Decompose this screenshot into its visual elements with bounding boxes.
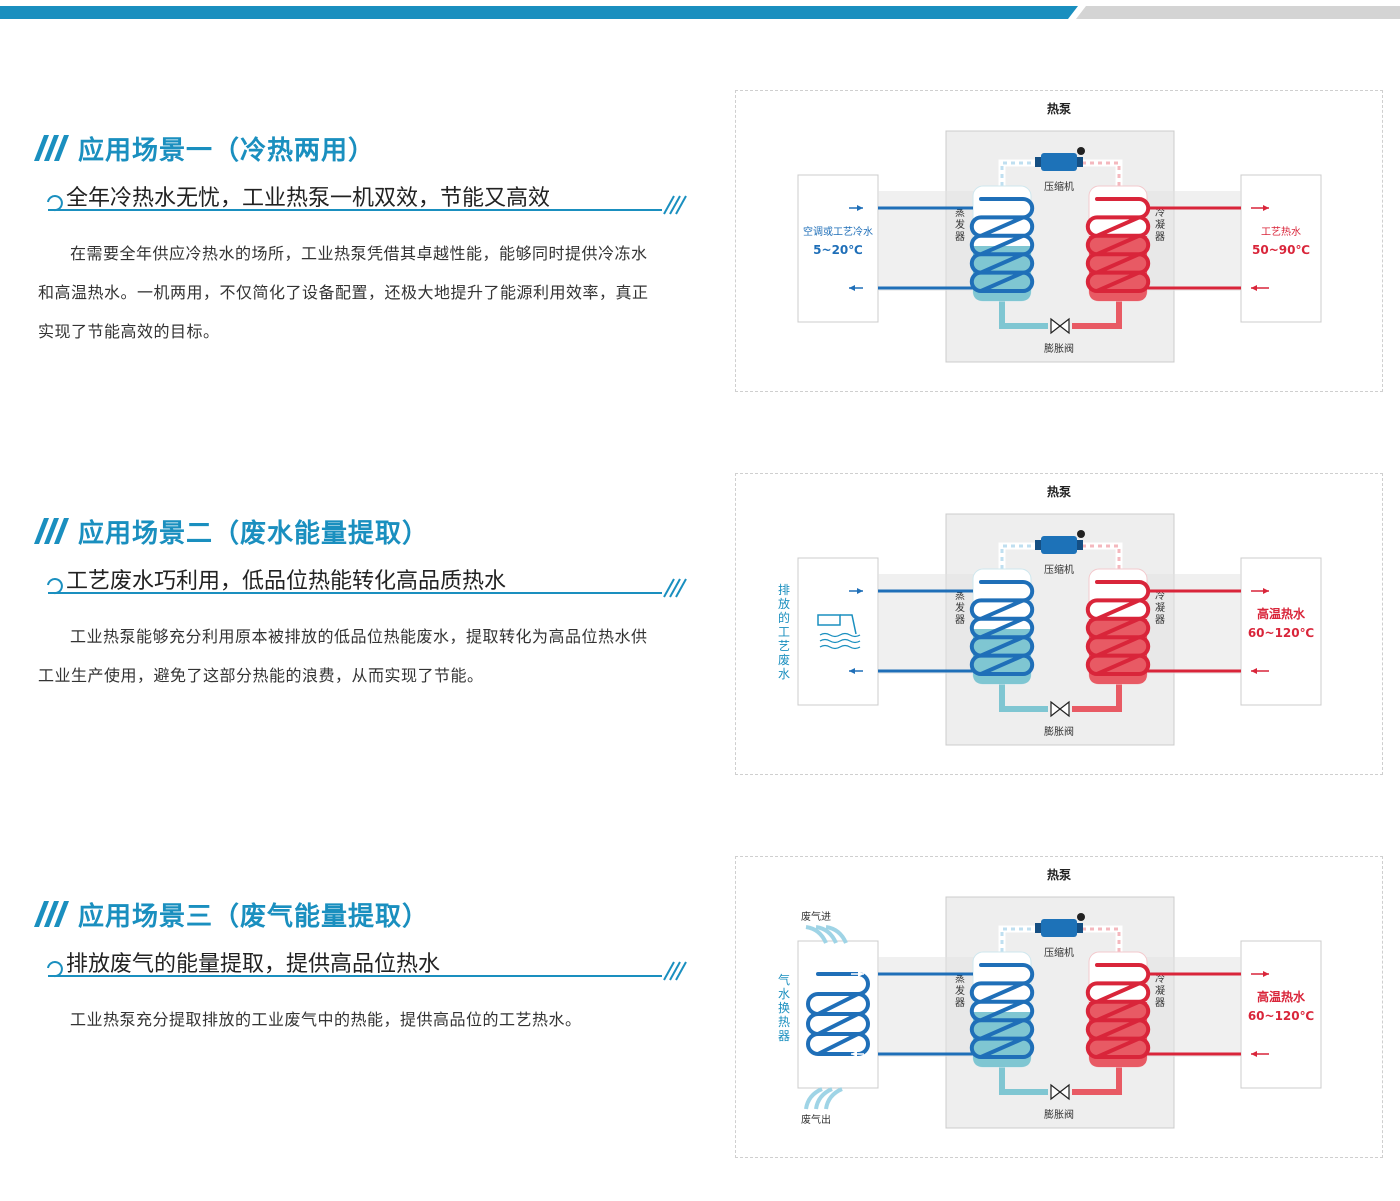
hot-in-arrow xyxy=(1251,668,1269,674)
scenario-subtitle-text: 工艺废水巧利用，低品位热能转化高品质热水 xyxy=(66,569,507,594)
liquid-line-hot xyxy=(1072,684,1122,712)
expansion-valve-icon xyxy=(1050,700,1070,718)
scenario-2: 应用场景二（废水能量提取） 工艺废水巧利用，低品位热能转化高品质热水 工业热泵能… xyxy=(0,473,1400,793)
compressor-label: 压缩机 xyxy=(1044,946,1074,959)
subtitle-underline-decor xyxy=(47,578,687,598)
condenser-coil xyxy=(1085,580,1151,677)
compressor-label: 压缩机 xyxy=(1044,180,1074,193)
subtitle-underline-decor xyxy=(47,961,687,981)
output-box xyxy=(1240,557,1322,706)
scenario-title: 应用场景三（废气能量提取） xyxy=(34,894,429,934)
cold-out-arrow xyxy=(849,668,863,674)
hot-in-arrow xyxy=(1251,1051,1269,1057)
evaporator-label: 蒸发器 xyxy=(955,207,965,243)
evaporator-coil xyxy=(969,963,1035,1060)
evaporator-coil xyxy=(969,197,1035,294)
gas-exchanger-coil xyxy=(806,972,870,1057)
liquid-line-hot xyxy=(1072,301,1122,329)
liquid-line-cold xyxy=(999,684,1048,712)
scenario-1: 应用场景一（冷热两用） 全年冷热水无忧，工业热泵一机双效，节能又高效 在需要全年… xyxy=(0,90,1400,410)
source-box xyxy=(797,174,879,323)
scenario-description: 工业热泵充分提取排放的工业废气中的热能，提供高品位的工艺热水。 xyxy=(70,1010,582,1029)
exchanger-arrow-in xyxy=(851,971,864,977)
scenario-heading: 应用场景一（冷热两用） xyxy=(78,135,376,166)
scenario-title: 应用场景二（废水能量提取） xyxy=(34,511,429,551)
compressor-icon xyxy=(1035,530,1085,554)
exchanger-vertical-label: 气水换热器 xyxy=(778,972,790,1043)
scenario-subtitle: 排放废气的能量提取，提供高品位热水 xyxy=(34,942,694,984)
hot-out-arrow xyxy=(1251,205,1269,211)
wastewater-pipe-icon xyxy=(817,614,861,650)
gas-out-icon xyxy=(804,1087,843,1110)
liquid-line-cold xyxy=(999,301,1048,329)
scenario-3: 应用场景三（废气能量提取） 排放废气的能量提取，提供高品位热水 工业热泵充分提取… xyxy=(0,856,1400,1176)
hot-temp-label: 60~120℃ xyxy=(1248,626,1314,640)
evaporator-label: 蒸发器 xyxy=(955,590,965,626)
compressor-label: 压缩机 xyxy=(1044,563,1074,576)
cold-temp-label: 5~20℃ xyxy=(813,243,863,257)
scenario-diagram-panel: 热泵压缩机膨胀阀 蒸发器 冷凝器空调或工艺冷水 5~20℃ 工艺热水 50~90℃ xyxy=(735,90,1383,392)
compressor-icon xyxy=(1035,913,1085,937)
condenser-label: 冷凝器 xyxy=(1155,972,1165,1009)
exchanger-arrow-out xyxy=(851,1051,864,1057)
cold-out-arrow xyxy=(849,285,863,291)
scenario-diagram-panel: 热泵压缩机膨胀阀 蒸发器 冷凝器 排放的工艺废水 高温热水 60~120℃ xyxy=(735,473,1383,775)
scenario-subtitle-text: 全年冷热水无忧，工业热泵一机双效，节能又高效 xyxy=(66,186,551,211)
subtitle-underline-decor xyxy=(47,195,687,215)
scenario-heading: 应用场景二（废水能量提取） xyxy=(78,518,430,549)
cold-water-label: 空调或工艺冷水 xyxy=(803,225,873,238)
hot-temp-label: 60~120℃ xyxy=(1248,1009,1314,1023)
evaporator-label: 蒸发器 xyxy=(955,973,965,1009)
gas-in-icon xyxy=(805,925,848,944)
cold-in-arrow xyxy=(849,205,863,211)
scenario-subtitle: 全年冷热水无忧，工业热泵一机双效，节能又高效 xyxy=(34,176,694,218)
expansion-valve-icon xyxy=(1050,317,1070,335)
liquid-line-cold xyxy=(999,1067,1048,1095)
slash-decor-icon xyxy=(34,518,69,544)
diagram-title: 热泵 xyxy=(1047,867,1071,882)
condenser-label: 冷凝器 xyxy=(1155,206,1165,243)
scenario-diagram-panel: 热泵压缩机膨胀阀 蒸发器 冷凝器 气水换热器 废气进废气出 高温热水 60~120℃ xyxy=(735,856,1383,1158)
scenario-heading: 应用场景三（废气能量提取） xyxy=(78,901,430,932)
output-box xyxy=(1240,174,1322,323)
expansion-valve-icon xyxy=(1050,1083,1070,1101)
scenario-description: 工业热泵能够充分利用原本被排放的低品位热能废水，提取转化为高品位热水供工业生产使… xyxy=(38,627,648,685)
output-box xyxy=(1240,940,1322,1089)
evaporator-coil xyxy=(969,580,1035,677)
source-box xyxy=(797,557,879,706)
hot-water-label: 高温热水 xyxy=(1257,606,1306,621)
valve-label: 膨胀阀 xyxy=(1044,342,1074,355)
slash-decor-icon xyxy=(34,135,69,161)
hot-out-arrow xyxy=(1251,588,1269,594)
compressor-icon xyxy=(1035,147,1085,171)
slash-decor-icon xyxy=(34,901,69,927)
scenario-subtitle-text: 排放废气的能量提取，提供高品位热水 xyxy=(66,952,441,977)
hot-out-arrow xyxy=(1251,971,1269,977)
gas-in-label: 废气进 xyxy=(801,910,831,923)
hot-water-label: 工艺热水 xyxy=(1261,225,1301,238)
top-decor-bar xyxy=(0,6,1400,19)
cold-in-arrow xyxy=(849,588,863,594)
valve-label: 膨胀阀 xyxy=(1044,1108,1074,1121)
hot-water-label: 高温热水 xyxy=(1257,989,1306,1004)
scenario-title: 应用场景一（冷热两用） xyxy=(34,128,375,168)
wastewater-vertical-label: 排放的工艺废水 xyxy=(778,583,790,681)
diagram-title: 热泵 xyxy=(1047,484,1071,499)
condenser-coil xyxy=(1085,197,1151,294)
hot-temp-label: 50~90℃ xyxy=(1252,243,1310,257)
diagram-title: 热泵 xyxy=(1047,101,1071,116)
valve-label: 膨胀阀 xyxy=(1044,725,1074,738)
hot-in-arrow xyxy=(1251,285,1269,291)
scenario-subtitle: 工艺废水巧利用，低品位热能转化高品质热水 xyxy=(34,559,694,601)
condenser-label: 冷凝器 xyxy=(1155,589,1165,626)
scenario-description: 在需要全年供应冷热水的场所，工业热泵凭借其卓越性能，能够同时提供冷冻水和高温热水… xyxy=(38,244,649,341)
gas-out-label: 废气出 xyxy=(801,1113,831,1126)
liquid-line-hot xyxy=(1072,1067,1122,1095)
condenser-coil xyxy=(1085,963,1151,1060)
